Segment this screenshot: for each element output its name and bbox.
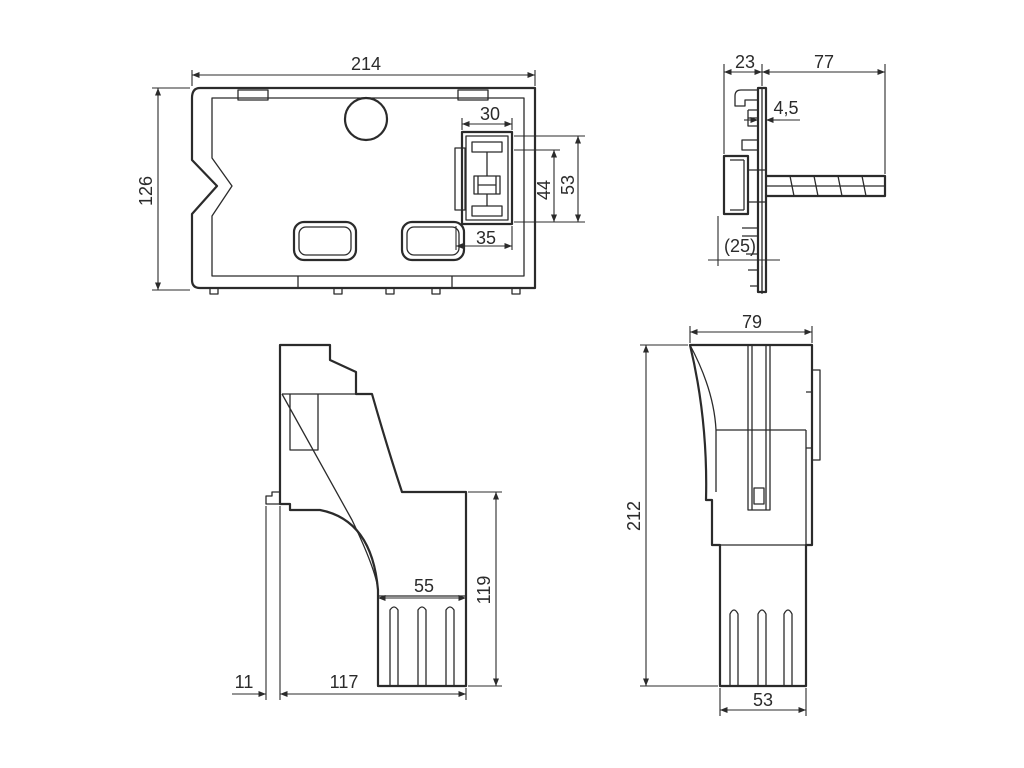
slot-left (292, 220, 358, 262)
lower-right-channel (747, 345, 771, 511)
dim-offset: 11 (235, 672, 254, 692)
side-view: 23 77 4,5 (25) (708, 52, 887, 294)
lower-right-slots (729, 609, 793, 686)
lower-right-flap (689, 344, 807, 546)
dim-lower-right-height: 212 (624, 501, 644, 531)
dim-module-bottom: 35 (476, 228, 496, 248)
switch-module (454, 130, 514, 226)
dim-module-height-outer: 53 (558, 175, 578, 195)
hinge-tab-right (457, 89, 489, 101)
lower-left-inner (281, 393, 466, 597)
side-rod (748, 169, 887, 203)
front-frame-inner (211, 97, 525, 277)
dim-lower-left-height: 119 (474, 576, 494, 605)
lower-left-body (278, 343, 468, 688)
slot-right-inner (406, 226, 460, 256)
dim-module-width: 30 (480, 104, 500, 124)
lower-left-hook (265, 491, 280, 505)
dim-back-ref: (25) (724, 236, 756, 256)
lower-left-slots (389, 606, 455, 686)
dim-lower-left-width: 117 (330, 672, 359, 692)
slot-right (400, 220, 466, 262)
dim-front-height: 126 (136, 176, 156, 206)
dim-rod-length: 77 (814, 52, 834, 72)
lower-right-body (688, 343, 814, 688)
dim-plate: 4,5 (773, 98, 798, 118)
dim-duct-width: 55 (414, 576, 434, 596)
front-frame-outer (190, 86, 537, 290)
side-hook (734, 89, 759, 107)
lower-right-view: 79 212 53 (624, 312, 821, 716)
hinge-tab-left (237, 89, 269, 101)
dim-side-depth: 23 (735, 52, 755, 72)
side-plate (756, 86, 768, 294)
slot-left-inner (298, 226, 352, 256)
side-switch-box (722, 154, 750, 216)
lower-left-view: 119 55 11 117 (232, 343, 502, 700)
dim-lower-right-bottom-width: 53 (753, 690, 773, 710)
round-hole (343, 96, 389, 142)
lower-right-side-tab (806, 369, 821, 461)
dim-module-height-inner: 44 (534, 180, 554, 200)
dim-front-width: 214 (351, 54, 381, 74)
dim-lower-right-top-width: 79 (742, 312, 762, 332)
bottom-clips (209, 276, 521, 295)
front-view: 214 126 30 53 44 35 (136, 54, 585, 295)
